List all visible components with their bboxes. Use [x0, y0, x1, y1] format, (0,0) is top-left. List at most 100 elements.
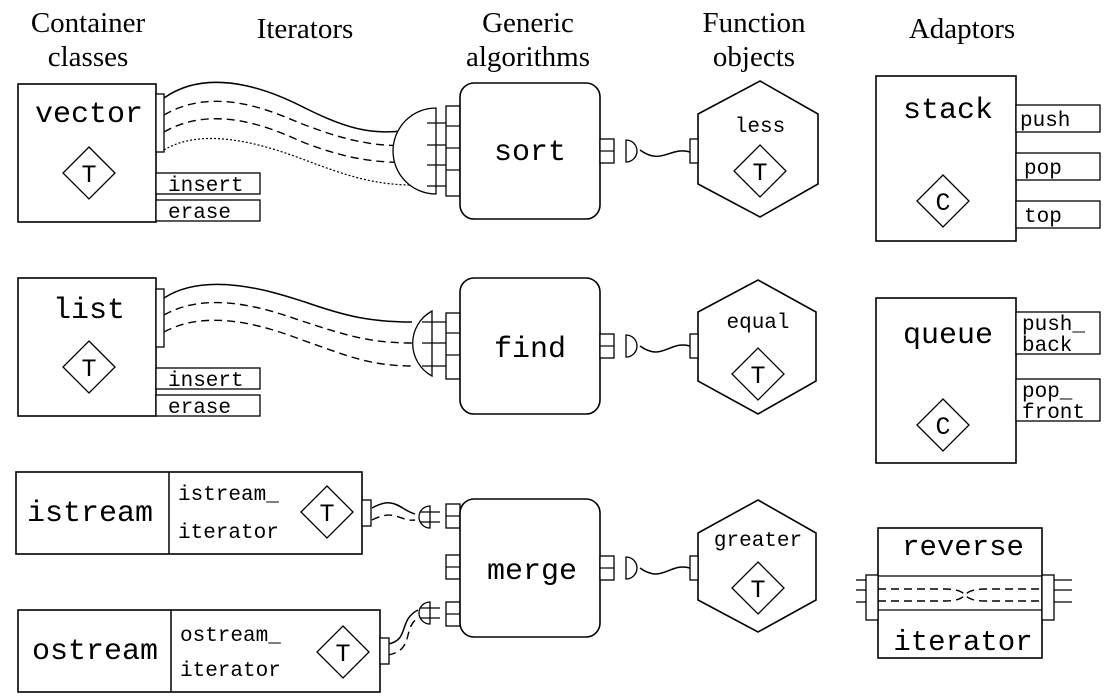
stack-top-label: top	[1024, 206, 1062, 229]
wires	[163, 81, 691, 656]
reverse-iterator-left-port	[865, 574, 879, 621]
list-name: list	[53, 294, 125, 328]
queue-param: C	[935, 413, 950, 442]
wire-vector-sort-dashed-2	[163, 118, 421, 164]
sort-input-ports	[445, 105, 461, 197]
equal-hexagon	[697, 279, 817, 415]
istream-iterator-line1: istream_	[178, 484, 279, 507]
list-erase-label: erase	[168, 397, 231, 420]
stack-pop-label: pop	[1024, 158, 1062, 181]
equal-param-diamond-icon	[731, 347, 785, 401]
wire-list-find-dashed-2	[163, 319, 413, 367]
stack-push-method[interactable]	[1015, 104, 1101, 133]
istream-iterator-port	[361, 499, 372, 527]
istream-param-diamond-icon	[300, 485, 354, 539]
container-istream[interactable]: istream istream_ iterator T	[15, 471, 372, 555]
vector-insert-method[interactable]	[155, 172, 261, 195]
greater-input-port	[689, 555, 699, 581]
list-param: T	[81, 355, 96, 384]
vector-iterator-port	[155, 93, 165, 153]
header-adaptors: Adaptors	[909, 13, 1015, 45]
function-greater[interactable]: greater T	[689, 499, 817, 633]
list-param-diamond-icon	[62, 340, 116, 394]
wire-ostream-merge-solid	[387, 609, 419, 645]
wire-vector-sort-solid	[163, 81, 421, 133]
algorithm-merge[interactable]: merge	[418, 498, 638, 638]
adaptor-reverse-iterator[interactable]: reverse iterator	[856, 527, 1072, 659]
vector-insert-label: insert	[168, 175, 244, 198]
wire-ostream-merge-dashed	[387, 617, 419, 656]
list-insert-method[interactable]	[155, 367, 261, 390]
reverse-cross-wire-2	[878, 588, 1042, 602]
ostream-name: ostream	[32, 635, 158, 669]
header-algorithms-line1: Generic	[482, 7, 574, 39]
queue-pop-front-line2: front	[1022, 402, 1085, 425]
container-ostream[interactable]: ostream ostream_ iterator T	[17, 609, 390, 693]
istream-name: istream	[27, 497, 153, 531]
sort-input-socket-icon	[392, 107, 437, 195]
istream-iterator-line2: iterator	[178, 522, 279, 545]
ostream-iterator-line1: ostream_	[180, 625, 281, 648]
adaptor-stack[interactable]: stack C push pop top	[875, 75, 1101, 242]
stack-name: stack	[903, 94, 993, 128]
istream-param: T	[319, 500, 334, 529]
reverse-iterator-line2: iterator	[893, 626, 1032, 659]
reverse-iterator-line1: reverse	[902, 531, 1024, 564]
less-name: less	[735, 116, 785, 139]
merge-name: merge	[487, 555, 577, 589]
find-output-plug-icon	[625, 334, 638, 358]
queue-pop-front-method[interactable]	[1015, 378, 1101, 422]
header-functions-line2: objects	[713, 41, 795, 73]
greater-param-diamond-icon	[731, 561, 785, 615]
vector-param-diamond-icon	[62, 146, 116, 200]
ostream-param: T	[335, 640, 350, 669]
equal-name: equal	[726, 312, 789, 335]
less-param-diamond-icon	[733, 144, 787, 198]
sort-name: sort	[494, 136, 566, 170]
vector-erase-method[interactable]	[155, 199, 261, 222]
queue-push-back-line2: back	[1022, 335, 1072, 358]
header-functions-line1: Function	[702, 7, 806, 39]
greater-param: T	[750, 576, 765, 605]
greater-name: greater	[714, 530, 802, 553]
list-erase-method[interactable]	[155, 394, 261, 417]
container-list[interactable]: list T insert erase	[17, 277, 261, 420]
header-containers-line1: Container	[31, 7, 146, 39]
reverse-cross-wire-1	[878, 588, 1042, 602]
algorithm-sort[interactable]: sort	[392, 82, 638, 220]
reverse-iterator-box	[877, 527, 1043, 659]
wire-list-find-solid	[163, 283, 413, 323]
wire-list-find-dashed-1	[163, 301, 413, 344]
header-containers-line2: classes	[48, 41, 129, 73]
queue-push-back-line1: push_	[1022, 314, 1085, 337]
vector-name: vector	[35, 98, 143, 132]
merge-input-plug-icon-2	[418, 601, 431, 625]
vector-param: T	[81, 161, 96, 190]
find-name: find	[494, 333, 566, 367]
algorithm-find[interactable]: find	[412, 277, 638, 415]
ostream-param-diamond-icon	[316, 625, 370, 679]
adaptor-queue[interactable]: queue C push_ back pop_ front	[875, 297, 1101, 464]
wire-sort-less	[639, 149, 691, 158]
stack-top-method[interactable]	[1015, 200, 1101, 229]
less-input-port	[689, 138, 699, 164]
wire-merge-greater	[639, 566, 691, 575]
list-insert-label: insert	[168, 370, 244, 393]
find-input-ports	[445, 312, 461, 380]
wire-istream-merge-solid	[371, 502, 416, 515]
stack-pop-method[interactable]	[1015, 152, 1101, 181]
merge-input-plug-icon-1	[418, 505, 431, 529]
function-equal[interactable]: equal T	[689, 279, 817, 415]
container-vector[interactable]: vector T insert erase	[17, 83, 261, 225]
equal-param: T	[750, 362, 765, 391]
merge-output-plug-icon	[625, 556, 638, 580]
ostream-iterator-port	[379, 637, 390, 665]
wire-vector-sort-dashed-1	[163, 100, 421, 147]
queue-param-diamond-icon	[916, 398, 970, 452]
function-less[interactable]: less T	[689, 80, 819, 218]
ostream-iterator-line2: iterator	[180, 660, 281, 683]
queue-push-back-method[interactable]	[1015, 311, 1101, 355]
wire-istream-merge-dashed	[371, 514, 416, 521]
wire-find-equal	[639, 344, 691, 353]
